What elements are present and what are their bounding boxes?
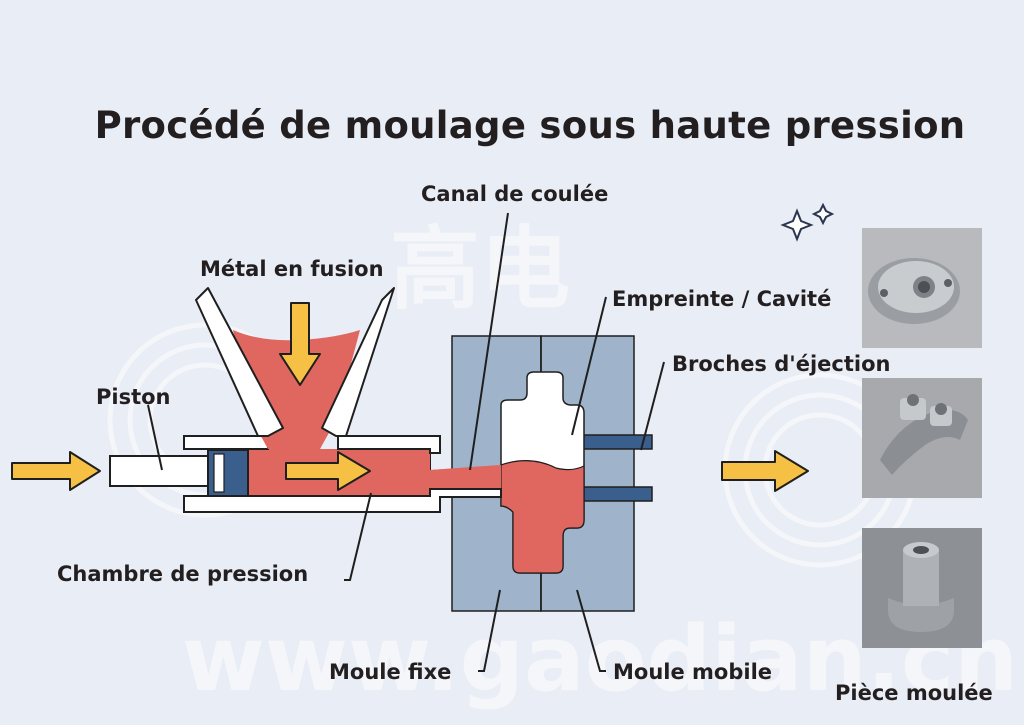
- label-piston: Piston: [96, 385, 171, 409]
- product-photo-plate: [862, 228, 982, 348]
- label-moule-mobile: Moule mobile: [613, 660, 773, 684]
- label-metal-en-fusion: Métal en fusion: [200, 257, 384, 281]
- ejector-pins: [581, 434, 653, 502]
- product-photo-clamp: [862, 378, 982, 498]
- pouring-hopper: [195, 287, 395, 449]
- label-piece-moulee: Pièce moulée: [835, 681, 993, 705]
- arrow-icon: [11, 302, 809, 492]
- label-canal-de-coulee: Canal de coulée: [421, 182, 609, 206]
- product-photo-flange: [862, 528, 982, 648]
- label-broches-ejection: Broches d'éjection: [672, 352, 891, 376]
- label-empreinte-cavite: Empreinte / Cavité: [612, 287, 832, 311]
- label-moule-fixe: Moule fixe: [329, 660, 452, 684]
- piston: [109, 449, 249, 497]
- sparkle-icon: [780, 202, 835, 242]
- watermark-chars: 高电: [390, 217, 570, 322]
- label-chambre-de-pression: Chambre de pression: [57, 562, 309, 586]
- leader-lines: [147, 212, 665, 672]
- page-title: Procédé de moulage sous haute pression: [94, 104, 966, 147]
- pressure-chamber: [183, 435, 502, 513]
- cavity-metal: [500, 460, 585, 574]
